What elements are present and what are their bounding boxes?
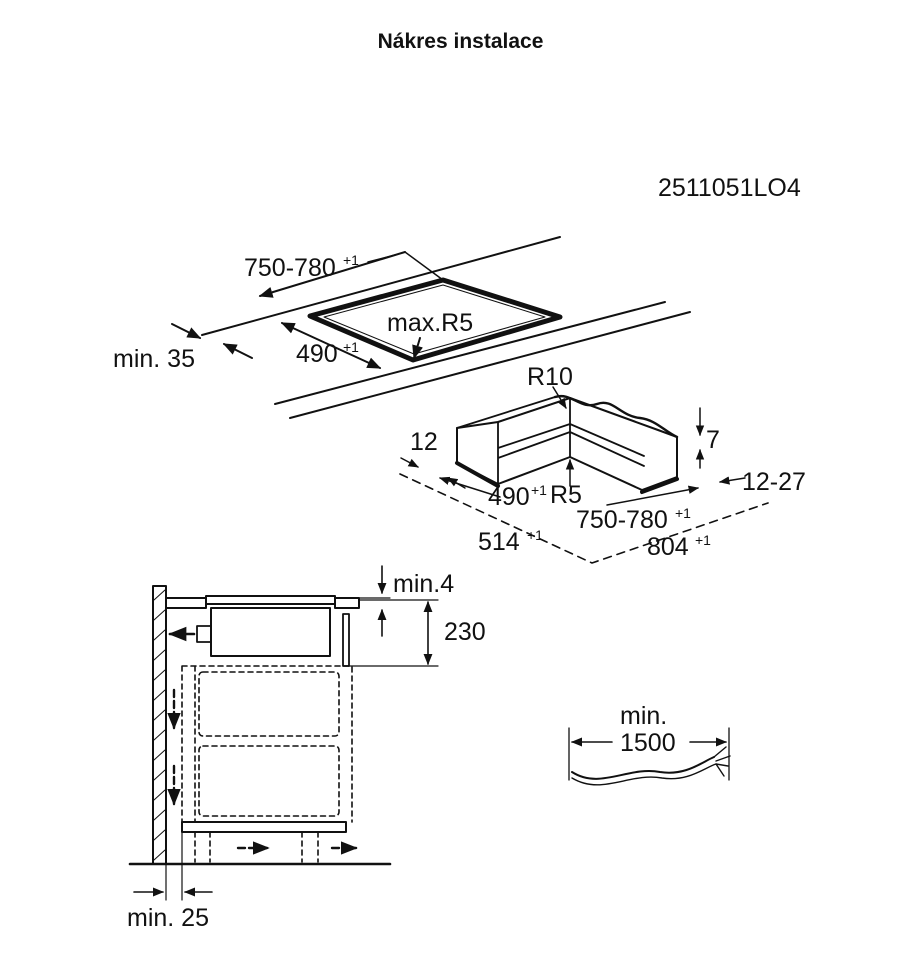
frame-height-label: 7 (706, 426, 720, 454)
frame-outer-radius: R10 (527, 363, 573, 391)
worktop-section-right (334, 597, 360, 609)
cable-label-length: 1500 (620, 729, 676, 757)
cabinet-dashed-carcass (181, 665, 353, 823)
worktop-section-left (165, 597, 207, 609)
page-title: Nákres instalace (377, 30, 544, 53)
frame-outer-radius-leader (552, 386, 567, 409)
drawer-lower (198, 745, 340, 817)
gap-label: min.4 (393, 570, 454, 598)
cutout-width-tolerance: +1 (343, 252, 359, 268)
cable-length-view: min. 1500 (568, 702, 731, 786)
frame-break-line (553, 394, 679, 439)
worktop-front-edge-lower (289, 311, 691, 419)
corner-radius-label: max.R5 (387, 309, 473, 337)
frame-inner-radius: R5 (550, 481, 582, 509)
worktop-front-edge (274, 301, 666, 405)
cutout-width-extension (404, 251, 444, 281)
frame-overhang-arrow (718, 476, 746, 485)
cabinet-base-shelf (181, 821, 347, 833)
edge-distance-label: min. 35 (113, 345, 195, 373)
edge-distance-arrow-left (171, 323, 202, 339)
frame-inner-width-label: 750-780 (576, 506, 668, 534)
worktop-cutout-view: 750-780 +1 490 +1 min. 35 max.R5 (113, 236, 691, 419)
corner-radius-leader (412, 337, 423, 360)
cable-body (571, 756, 715, 780)
cutout-depth-dim (280, 322, 382, 369)
back-wall-hatch (153, 589, 166, 861)
frame-rim-arrow-left (400, 457, 419, 468)
cutout-width-leader (367, 254, 396, 263)
frame-inner-depth-dim (438, 476, 501, 498)
frame-inner-depth-label: 490 (488, 483, 530, 511)
height-label: 230 (444, 618, 486, 646)
cable-wire-ends (713, 746, 731, 777)
frame-outer-dims (399, 473, 769, 564)
frame-rim-label: 12 (410, 428, 438, 456)
hob-top-plate (205, 595, 336, 605)
hob-fan-outlet (196, 625, 212, 643)
frame-profile-top-face (456, 396, 645, 485)
cutout-depth-tolerance: +1 (343, 339, 359, 355)
frame-outer-width-tol: +1 (695, 532, 711, 548)
wall-gap-label: min. 25 (127, 904, 209, 932)
frame-outer-depth-label: 514 (478, 528, 520, 556)
cutout-depth-label: 490 (296, 340, 338, 368)
edge-distance-arrow-right (222, 343, 253, 359)
hob-body (210, 607, 331, 657)
frame-inner-depth-tol: +1 (531, 482, 547, 498)
cutout-width-label: 750-780 (244, 254, 336, 282)
drawer-upper (198, 671, 340, 737)
cable-label-min: min. (620, 702, 667, 730)
frame-inner-width-tol: +1 (675, 505, 691, 521)
cabinet-front-panel (342, 613, 350, 667)
frame-outer-depth-tol: +1 (527, 527, 543, 543)
cutout-inner-outline (323, 284, 546, 355)
worktop-back-edge (201, 236, 561, 336)
frame-outer-width-label: 804 (647, 533, 689, 561)
cabinet-section-view: min.4 230 min. 25 (127, 565, 486, 932)
drawing-code: 2511051LO4 (658, 174, 801, 202)
frame-profile-shadow (455, 461, 679, 494)
back-wall (152, 585, 167, 865)
frame-profile-view: R10 R5 12 7 12-27 490 +1 750-780 +1 514 … (399, 363, 806, 564)
cable-body-inner (571, 763, 717, 786)
frame-profile-body (456, 397, 678, 491)
frame-inner-width-dim (606, 485, 700, 506)
frame-overhang-label: 12-27 (742, 468, 806, 496)
